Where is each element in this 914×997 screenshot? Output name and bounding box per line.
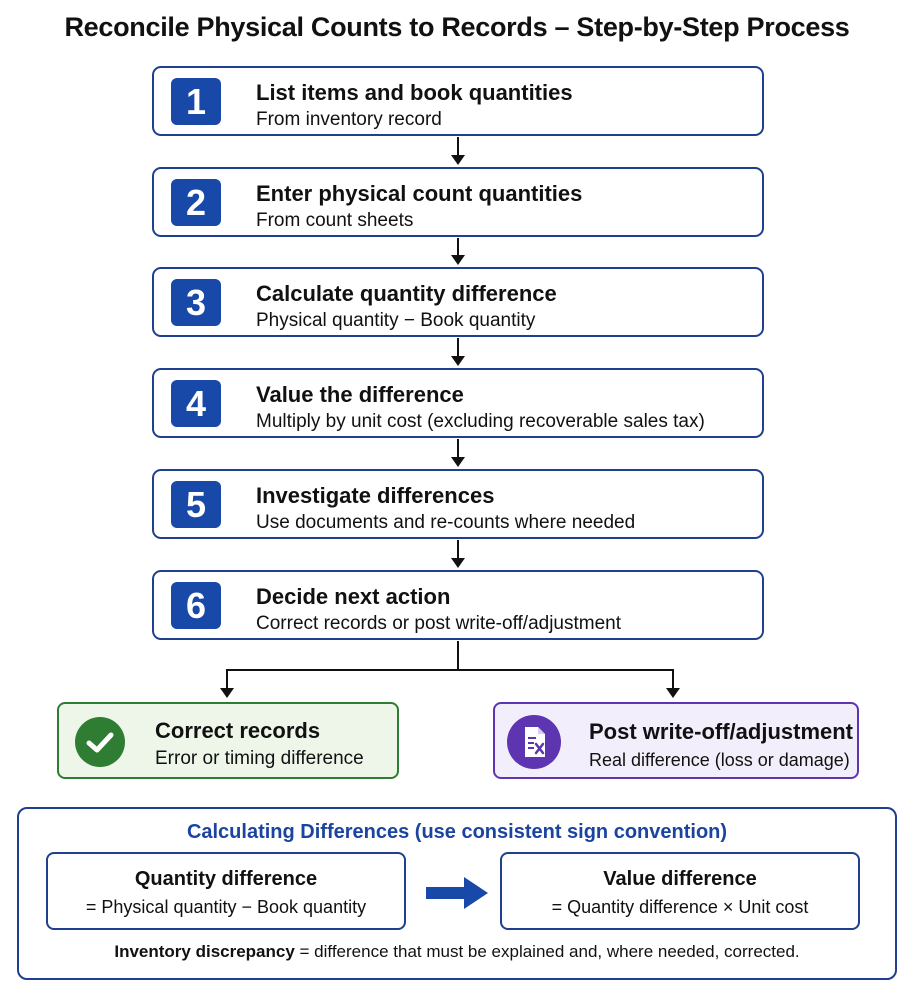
- arrow-down-icon: [451, 356, 465, 366]
- step-6-box: 6 Decide next action Correct records or …: [152, 570, 764, 640]
- diagram-title: Reconcile Physical Counts to Records – S…: [64, 12, 850, 42]
- branch-horizontal-line: [226, 669, 674, 671]
- arrow-right-icon: [426, 877, 488, 909]
- calculating-differences-panel: Calculating Differences (use consistent …: [17, 807, 897, 980]
- step-number-badge: 6: [171, 582, 221, 629]
- step-number-badge: 2: [171, 179, 221, 226]
- box-title: Quantity difference: [134, 868, 318, 890]
- box-formula: = Quantity difference × Unit cost: [551, 897, 809, 917]
- box-formula: = Physical quantity − Book quantity: [85, 897, 367, 917]
- branch-right-line: [672, 669, 674, 689]
- arrow-down-icon: [451, 255, 465, 265]
- step-number-badge: 5: [171, 481, 221, 528]
- arrow-down-icon: [451, 558, 465, 568]
- outcome-title: Post write-off/adjustment: [589, 719, 854, 744]
- step-title: Enter physical count quantities: [256, 181, 583, 206]
- document-x-icon: [507, 715, 561, 769]
- definition-text: = difference that must be explained and,…: [294, 942, 800, 961]
- step-4-box: 4 Value the difference Multiply by unit …: [152, 368, 764, 438]
- step-title: Decide next action: [256, 584, 451, 609]
- arrow-down-icon: [451, 457, 465, 467]
- step-subtitle: Multiply by unit cost (excluding recover…: [256, 411, 705, 432]
- outcome-title: Correct records: [155, 718, 321, 743]
- box-title: Value difference: [603, 868, 757, 890]
- step-2-box: 2 Enter physical count quantities From c…: [152, 167, 764, 237]
- checkmark-icon: [75, 717, 125, 767]
- definition-term: Inventory discrepancy: [114, 942, 295, 961]
- outcome-subtitle: Real difference (loss or damage): [589, 750, 850, 770]
- outcome-correct-records: Correct records Error or timing differen…: [57, 702, 399, 779]
- panel-title: Calculating Differences (use consistent …: [186, 821, 728, 843]
- step-subtitle: From inventory record: [256, 109, 442, 130]
- branch-left-line: [226, 669, 228, 689]
- step-title: Investigate differences: [256, 483, 495, 508]
- connector-line: [457, 137, 459, 156]
- connector-line: [457, 238, 459, 256]
- step-subtitle: Correct records or post write-off/adjust…: [256, 613, 622, 634]
- arrow-down-icon: [451, 155, 465, 165]
- branch-stem-line: [457, 641, 459, 671]
- arrow-down-icon: [666, 688, 680, 698]
- step-title: Calculate quantity difference: [256, 281, 557, 306]
- step-number-badge: 1: [171, 78, 221, 125]
- step-1-box: 1 List items and book quantities From in…: [152, 66, 764, 136]
- arrow-down-icon: [220, 688, 234, 698]
- step-subtitle: Physical quantity − Book quantity: [256, 310, 536, 331]
- step-number-badge: 3: [171, 279, 221, 326]
- step-number-badge: 4: [171, 380, 221, 427]
- step-5-box: 5 Investigate differences Use documents …: [152, 469, 764, 539]
- step-title: Value the difference: [256, 382, 464, 407]
- connector-line: [457, 540, 459, 559]
- definition-note: Inventory discrepancy = difference that …: [19, 942, 895, 962]
- outcome-subtitle: Error or timing difference: [155, 748, 364, 769]
- step-3-box: 3 Calculate quantity difference Physical…: [152, 267, 764, 337]
- value-difference-box: Value difference = Quantity difference ×…: [500, 852, 860, 930]
- outcome-post-write-off: Post write-off/adjustment Real differenc…: [493, 702, 859, 779]
- quantity-difference-box: Quantity difference = Physical quantity …: [46, 852, 406, 930]
- step-subtitle: From count sheets: [256, 210, 414, 231]
- step-subtitle: Use documents and re-counts where needed: [256, 512, 636, 533]
- step-title: List items and book quantities: [256, 80, 573, 105]
- connector-line: [457, 439, 459, 458]
- connector-line: [457, 338, 459, 357]
